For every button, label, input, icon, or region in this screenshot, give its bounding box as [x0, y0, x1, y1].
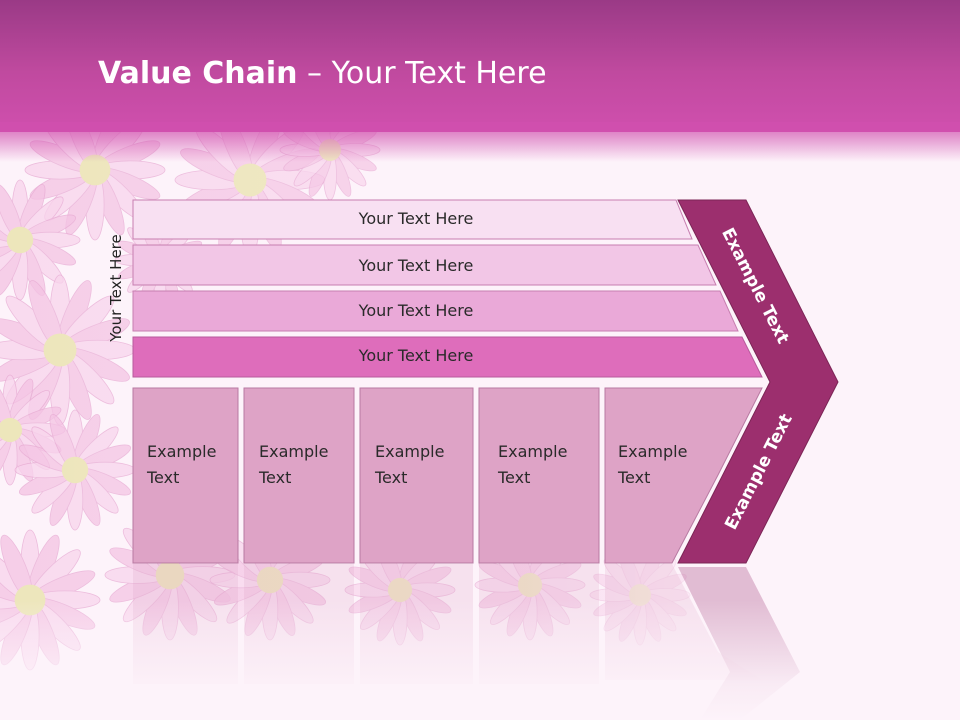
bar-2-label: Your Text Here — [358, 256, 474, 275]
header-fade — [0, 122, 960, 162]
cell-5 — [604, 387, 763, 564]
cell-2-label: Example Text — [259, 439, 359, 491]
cell-2-line2: Text — [259, 468, 292, 487]
bar-1-label: Your Text Here — [358, 209, 474, 228]
header-band — [0, 0, 960, 132]
bar-4-label: Your Text Here — [358, 346, 474, 365]
cell-4 — [478, 387, 600, 564]
title-rest: – Your Text Here — [297, 56, 547, 91]
cell-3-line2: Text — [375, 468, 408, 487]
cell-5-line2: Text — [618, 468, 651, 487]
cell-4-line1: Example — [498, 442, 568, 461]
cell-4-line2: Text — [498, 468, 531, 487]
bar-3-label: Your Text Here — [358, 301, 474, 320]
slide-title: Value Chain – Your Text Here — [98, 52, 547, 96]
cell-1-label: Example Text — [147, 439, 247, 491]
bar-2 — [132, 244, 717, 286]
cell-1 — [132, 387, 239, 564]
cell-2 — [243, 387, 355, 564]
cell-3 — [359, 387, 474, 564]
cell-2-line1: Example — [259, 442, 329, 461]
cell-3-label: Example Text — [375, 439, 475, 491]
cell-5-label: Example Text — [618, 439, 718, 491]
side-label: Your Text Here — [107, 234, 125, 342]
cell-1-line1: Example — [147, 442, 217, 461]
bar-4 — [132, 336, 763, 378]
bar-3 — [132, 290, 739, 332]
cell-5-line1: Example — [618, 442, 688, 461]
cell-1-line2: Text — [147, 468, 180, 487]
cell-3-line1: Example — [375, 442, 445, 461]
cell-4-label: Example Text — [498, 439, 598, 491]
chevron-arrow — [677, 199, 839, 564]
reflection-fade — [0, 600, 960, 720]
bar-1 — [132, 199, 693, 240]
title-bold: Value Chain — [98, 56, 298, 91]
